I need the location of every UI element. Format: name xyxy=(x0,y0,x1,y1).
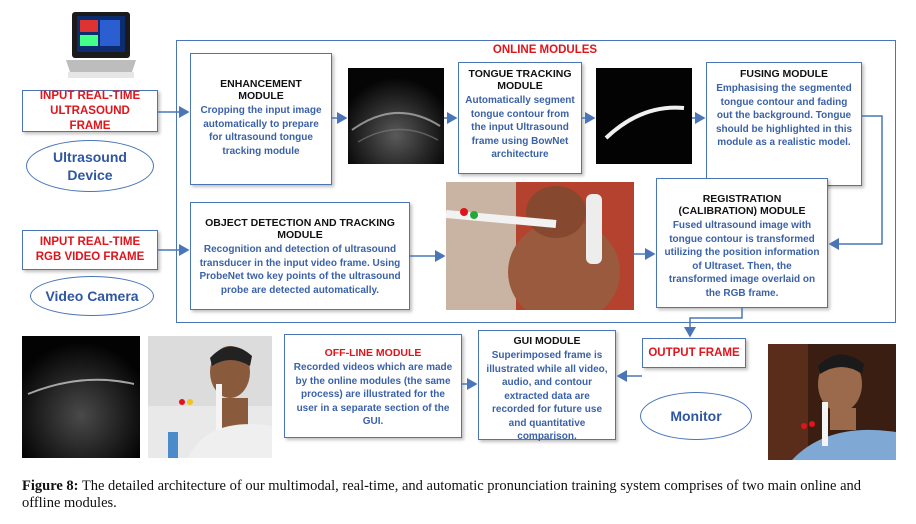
fusing-module: FUSING MODULE Emphasising the segmented … xyxy=(706,62,862,186)
offline-user-photo xyxy=(148,336,272,458)
registration-title: REGISTRATION (CALIBRATION) MODULE xyxy=(678,193,806,217)
gui-desc: Superimposed frame is illustrated while … xyxy=(486,350,608,442)
tongue-tracking-module: TONGUE TRACKING MODULE Automatically seg… xyxy=(458,62,582,174)
video-camera-label: Video Camera xyxy=(45,288,139,304)
registration-desc: Fused ultrasound image with tongue conto… xyxy=(664,220,820,299)
caption-text: The detailed architecture of our multimo… xyxy=(22,478,862,511)
online-modules-label: ONLINE MODULES xyxy=(492,44,598,56)
ultrasound-device-label: Ultrasound Device xyxy=(53,149,127,183)
ultrasound-device-oval: Ultrasound Device xyxy=(26,140,154,192)
offline-desc: Recorded videos which are made by the on… xyxy=(293,362,453,427)
registration-module: REGISTRATION (CALIBRATION) MODULE Fused … xyxy=(656,178,828,308)
offline-title: OFF-LINE MODULE xyxy=(324,347,422,359)
caption-label: Figure 8: xyxy=(22,478,79,494)
input-ultrasound-frame: INPUT REAL-TIME ULTRASOUND FRAME xyxy=(22,90,158,132)
monitor-oval: Monitor xyxy=(640,392,752,440)
output-frame: OUTPUT FRAME xyxy=(642,338,746,368)
output-frame-label: OUTPUT FRAME xyxy=(648,346,740,359)
object-detection-desc: Recognition and detection of ultrasound … xyxy=(199,244,401,296)
gui-title: GUI MODULE xyxy=(513,335,581,347)
offline-ultrasound-image xyxy=(22,336,140,458)
online-modules-frame xyxy=(176,40,896,323)
ultrasound-raw-image xyxy=(348,68,444,164)
fusing-desc: Emphasising the segmented tongue contour… xyxy=(715,83,853,148)
figure-caption: Figure 8: The detailed architecture of o… xyxy=(22,478,902,512)
fusing-title: FUSING MODULE xyxy=(739,68,829,80)
monitor-user-photo xyxy=(768,344,896,460)
input-rgb-label: INPUT REAL-TIME RGB VIDEO FRAME xyxy=(35,236,145,263)
enhancement-module: ENHANCEMENT MODULE Cropping the input im… xyxy=(190,53,332,185)
rgb-probe-photo xyxy=(446,182,634,310)
tongue-tracking-title: TONGUE TRACKING MODULE xyxy=(468,68,572,92)
video-camera-oval: Video Camera xyxy=(30,276,154,316)
offline-module: OFF-LINE MODULE Recorded videos which ar… xyxy=(284,334,462,438)
monitor-label: Monitor xyxy=(670,408,722,424)
object-detection-title: OBJECT DETECTION AND TRACKING MODULE xyxy=(205,217,395,241)
input-ultrasound-label: INPUT REAL-TIME ULTRASOUND FRAME xyxy=(39,89,141,132)
object-detection-module: OBJECT DETECTION AND TRACKING MODULE Rec… xyxy=(190,202,410,310)
enhancement-desc: Cropping the input image automatically t… xyxy=(200,105,322,157)
input-rgb-frame: INPUT REAL-TIME RGB VIDEO FRAME xyxy=(22,230,158,270)
tongue-contour-image xyxy=(596,68,692,164)
gui-module: GUI MODULE Superimposed frame is illustr… xyxy=(478,330,616,442)
ultrasound-machine-icon xyxy=(62,10,142,82)
enhancement-title: ENHANCEMENT MODULE xyxy=(220,78,302,102)
tongue-tracking-desc: Automatically segment tongue contour fro… xyxy=(465,95,575,160)
